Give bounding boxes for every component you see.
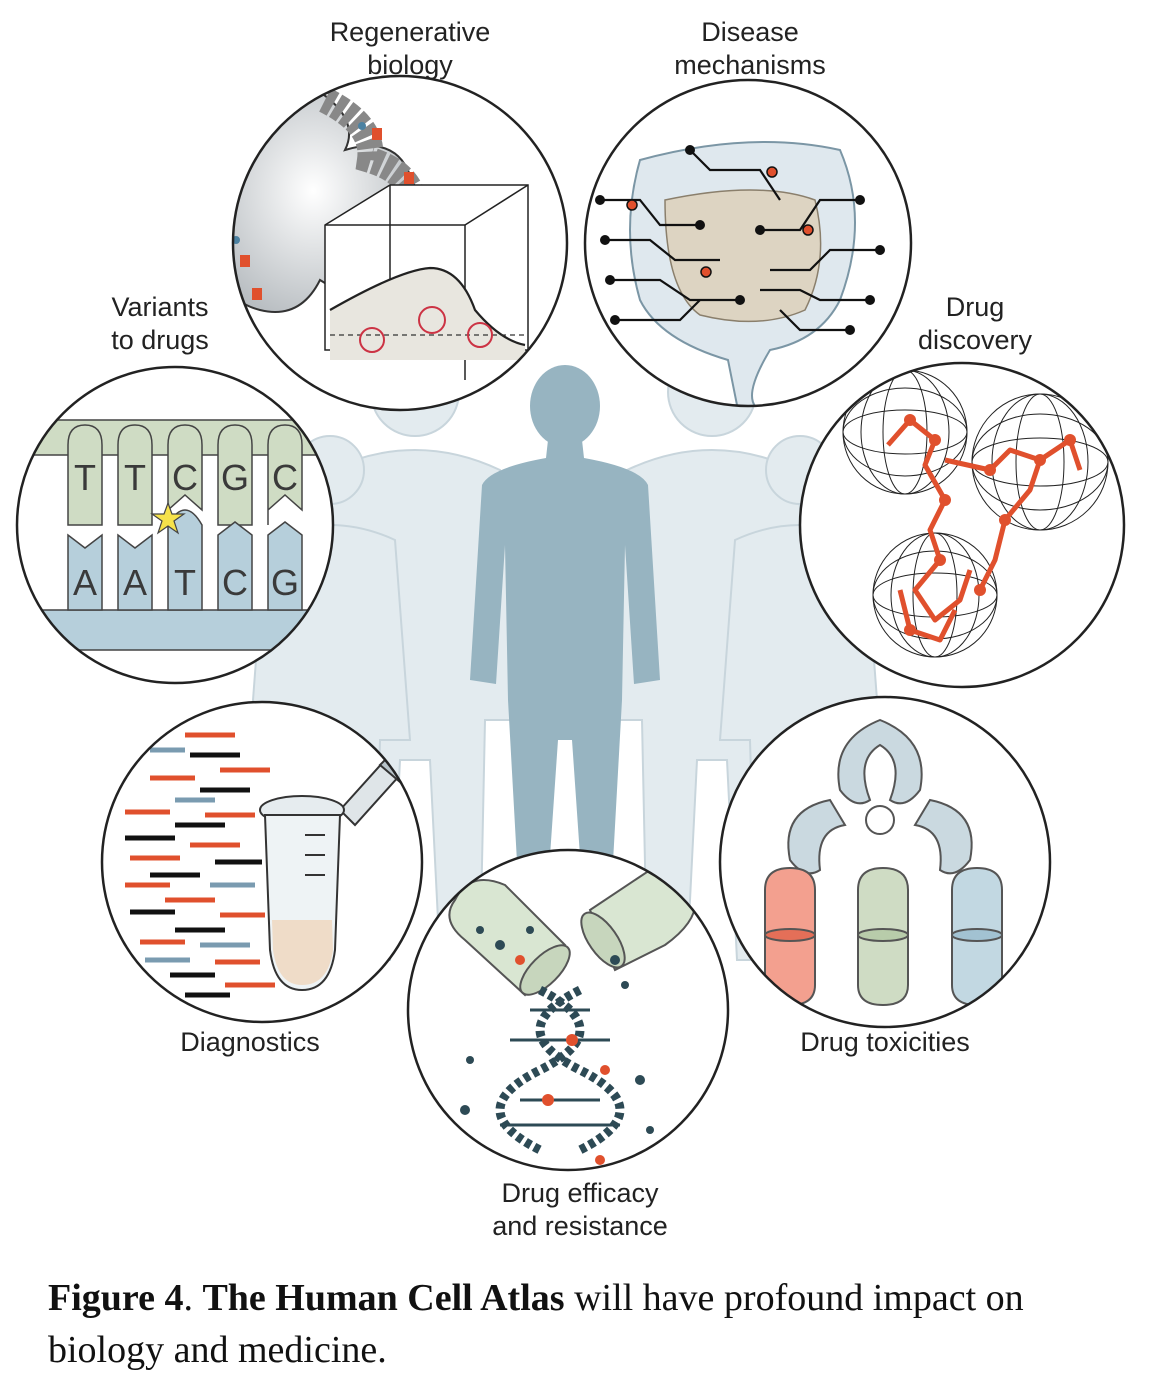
green-capsule-icon (857, 866, 909, 1007)
label-disease-line1: Disease (701, 17, 799, 47)
label-regenerative-line2: biology (367, 50, 453, 80)
label-regenerative-line1: Regenerative (329, 17, 491, 47)
mutation-star-icon (150, 501, 186, 535)
top-base-2: T (124, 457, 146, 498)
open-capsule-icon (448, 866, 697, 997)
caption-separator: . (183, 1277, 203, 1319)
top-base-1: T (74, 457, 96, 498)
top-base-4: G (221, 457, 249, 498)
label-drug-discovery: Drug discovery (895, 291, 1055, 357)
circle-drug-toxicities (718, 695, 1052, 1029)
label-variants-line1: Variants (111, 292, 209, 322)
bottom-base-3: T (174, 562, 196, 603)
tube-icon (259, 795, 345, 992)
biohazard-icon (787, 718, 973, 875)
label-regenerative-biology: Regenerative biology (310, 16, 510, 82)
top-base-3: C (172, 457, 198, 498)
label-discovery-line2: discovery (917, 325, 1033, 355)
caption-figure-label: Figure 4 (48, 1277, 184, 1319)
label-diagnostics: Diagnostics (150, 1026, 350, 1059)
circle-drug-discovery (798, 361, 1126, 689)
label-disease-line2: mechanisms (674, 50, 826, 80)
label-disease-mechanisms: Disease mechanisms (640, 16, 860, 82)
label-discovery-line1: Drug (945, 292, 1005, 322)
strand-top-bases (67, 424, 303, 526)
label-drug-efficacy: Drug efficacy and resistance (450, 1177, 710, 1243)
label-variants-to-drugs: Variants to drugs (80, 291, 240, 357)
label-variants-line2: to drugs (111, 325, 209, 355)
caption-title: The Human Cell Atlas (202, 1277, 565, 1319)
red-capsule-icon (764, 866, 816, 1007)
strand-bottom-bases (67, 509, 303, 611)
label-diagnostics-text: Diagnostics (180, 1027, 320, 1057)
bottom-base-2: A (123, 562, 147, 603)
dna-helix-icon (460, 926, 654, 1165)
figure-artwork: T T C G C A A T C G (15, 74, 1126, 1172)
center-silhouette (470, 365, 660, 885)
label-efficacy-line2: and resistance (492, 1211, 668, 1241)
label-drug-toxicities: Drug toxicities (770, 1026, 1000, 1059)
label-toxicities-text: Drug toxicities (800, 1027, 970, 1057)
circle-drug-efficacy (406, 848, 730, 1172)
circle-diagnostics (100, 700, 424, 1024)
figure-caption: Figure 4. The Human Cell Atlas will have… (48, 1272, 1128, 1376)
bottom-base-4: C (222, 562, 248, 603)
circle-regenerative-biology (231, 74, 569, 412)
circle-variants-to-drugs: T T C G C A A T C G (15, 365, 335, 685)
top-base-5: C (272, 457, 298, 498)
caption-text: will have profound impact on biology and… (48, 1277, 1024, 1371)
circle-disease-mechanisms (583, 78, 913, 408)
bottom-base-1: A (73, 562, 97, 603)
label-efficacy-line1: Drug efficacy (501, 1178, 659, 1208)
bottom-base-5: G (271, 562, 299, 603)
sequencing-reads (125, 732, 275, 998)
